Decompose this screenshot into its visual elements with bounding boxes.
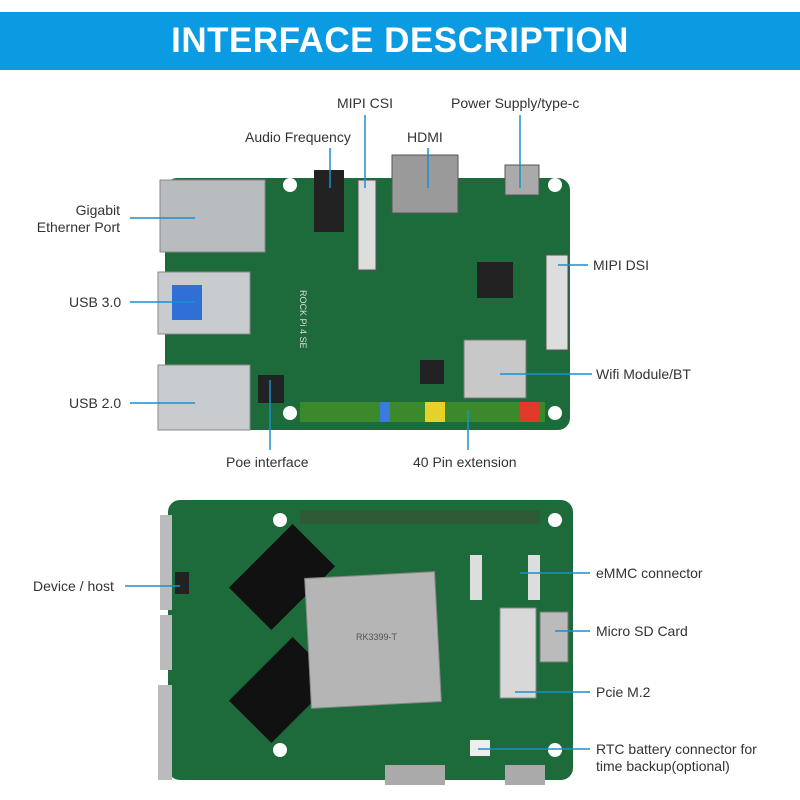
label-audio: Audio Frequency (245, 129, 351, 145)
label-usb2: USB 2.0 (69, 395, 122, 411)
bottom-board: RK3399-T (158, 500, 573, 785)
usbc-port (504, 164, 540, 196)
mipi-dsi-connector (545, 254, 569, 351)
label-ethernet: Gigabit Etherner Port (20, 202, 120, 236)
label-usb3: USB 3.0 (69, 294, 122, 310)
audio-jack (314, 170, 344, 232)
soc-chip (304, 571, 442, 709)
label-mipi-csi: MIPI CSI (337, 95, 394, 111)
hdmi-port (391, 154, 459, 214)
label-microsd: Micro SD Card (596, 623, 688, 639)
svg-text:RK3399-T: RK3399-T (356, 632, 398, 642)
wifi-module (463, 339, 527, 399)
label-ethernet-line1: Gigabit (75, 202, 120, 218)
ethernet-port (159, 179, 266, 253)
gpio-header (300, 402, 545, 422)
top-board: ROCK Pi 4 SE (157, 154, 570, 431)
label-power-supply: Power Supply/type-c (451, 95, 580, 111)
usb3-port (157, 271, 251, 335)
label-40pin: 40 Pin extension (413, 454, 517, 470)
device-host-switch (175, 572, 189, 594)
usb2-port (157, 364, 251, 431)
label-hdmi: HDMI (407, 129, 443, 145)
mipi-csi-connector (357, 179, 377, 271)
pcie-slot (499, 607, 537, 699)
label-emmc: eMMC connector (596, 565, 703, 581)
label-ethernet-line2: Etherner Port (36, 219, 120, 235)
leader-lines (125, 115, 592, 750)
label-rtc: RTC battery connector for time backup(op… (596, 741, 757, 775)
page-title: INTERFACE DESCRIPTION (0, 12, 800, 70)
label-mipi-dsi: MIPI DSI (593, 257, 650, 273)
microsd-slot (539, 611, 569, 663)
model-mark: ROCK Pi 4 SE (298, 290, 308, 349)
label-rtc-line1: RTC battery connector for (596, 741, 757, 757)
label-device-host: Device / host (33, 578, 114, 594)
label-rtc-line2: time backup(optional) (596, 758, 730, 774)
label-poe: Poe interface (226, 454, 309, 470)
poe-header (258, 375, 284, 403)
label-wifi: Wifi Module/BT (596, 366, 691, 382)
label-pcie: Pcie M.2 (596, 684, 651, 700)
